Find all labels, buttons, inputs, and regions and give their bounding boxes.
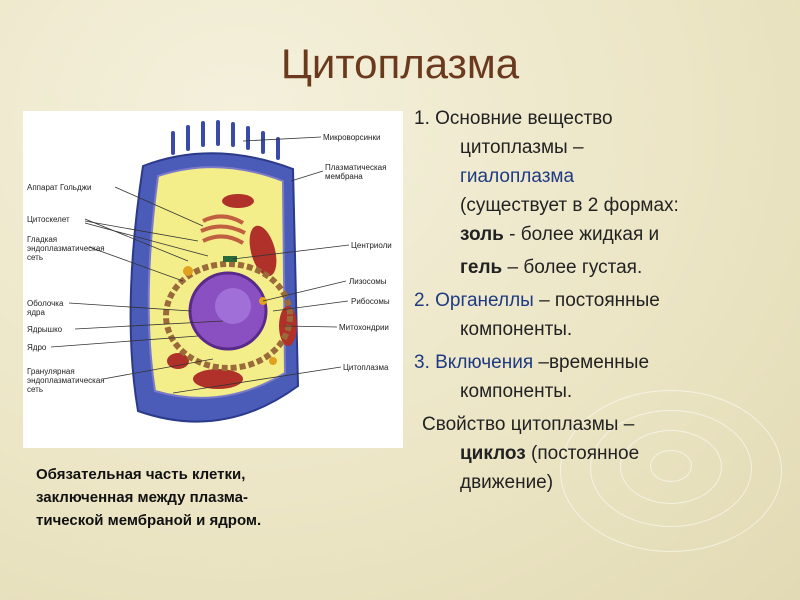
cell-diagram: Аппарат Гольджи Цитоскелет Гладкая эндоп… (23, 111, 403, 448)
gel-term: гель (460, 257, 503, 278)
label-cytoplasm: Цитоплазма (343, 363, 389, 372)
label-ribosomes: Рибосомы (351, 297, 390, 306)
background-swirl (560, 390, 782, 552)
organelles-term: 2. Органеллы (414, 290, 534, 311)
label-cytoskeleton: Цитоскелет (27, 215, 70, 224)
caption-line: Обязательная часть клетки, (36, 466, 246, 483)
point-3-line: компоненты. (460, 381, 573, 402)
label-nuclear-envelope: Оболочка ядра (27, 299, 64, 317)
cyclosis-line: циклоз (постоянное (414, 439, 794, 468)
inclusions-term: 3. Включения (414, 352, 534, 373)
point-1-line: 1. Основние вещество (414, 108, 613, 129)
sol-term: золь (460, 224, 504, 245)
sol-line: золь - более жидкая и (414, 220, 794, 249)
label-mitochondria: Митохондрии (339, 323, 389, 332)
label-smooth-er: Гладкая эндоплазматическая сеть (27, 235, 105, 262)
label-centrioles: Центриоли (351, 241, 392, 250)
label-nucleolus: Ядрышко (27, 325, 63, 334)
gel-line: гель – более густая. (414, 253, 794, 282)
background-swirl (620, 430, 722, 504)
background-swirl (590, 410, 752, 527)
caption-line: тической мембраной и ядром. (36, 512, 262, 529)
caption-line: заключенная между плазма- (36, 489, 249, 506)
inclusions-desc: –временные (533, 352, 650, 373)
label-golgi: Аппарат Гольджи (27, 183, 92, 192)
label-nucleus: Ядро (27, 343, 47, 352)
label-plasma-membrane: Плазматическая мембрана (325, 163, 387, 181)
point-4-line: движение) (460, 472, 554, 493)
point-2-line: компоненты. (460, 319, 573, 340)
diagram-caption: Обязательная часть клетки, заключенная м… (36, 463, 366, 532)
content-text: 1. Основние вещество цитоплазмы – гиалоп… (414, 104, 794, 497)
label-microvilli: Микроворсинки (323, 133, 381, 142)
label-lysosomes: Лизосомы (349, 277, 387, 286)
gel-desc: – более густая. (502, 257, 643, 278)
sol-desc: - более жидкая и (503, 224, 660, 245)
label-rough-er: Гранулярная эндоплазматическая сеть (27, 367, 105, 394)
page-title: Цитоплазма (280, 40, 520, 87)
cyclosis-term: циклоз (460, 443, 526, 464)
hyaloplasm-term: гиалоплазма (460, 166, 575, 187)
point-2-line: 2. Органеллы – постоянные (414, 286, 794, 315)
cyclosis-desc: (постоянное (525, 443, 640, 464)
point-3-line: 3. Включения –временные (414, 348, 794, 377)
organelles-desc: – постоянные (533, 290, 660, 311)
point-4-line: Свойство цитоплазмы – (422, 414, 635, 435)
background-swirl (650, 450, 692, 482)
cell-illustration (50, 120, 350, 423)
point-1-line: (существует в 2 формах: (460, 195, 679, 216)
point-1-line: цитоплазмы – (460, 137, 584, 158)
